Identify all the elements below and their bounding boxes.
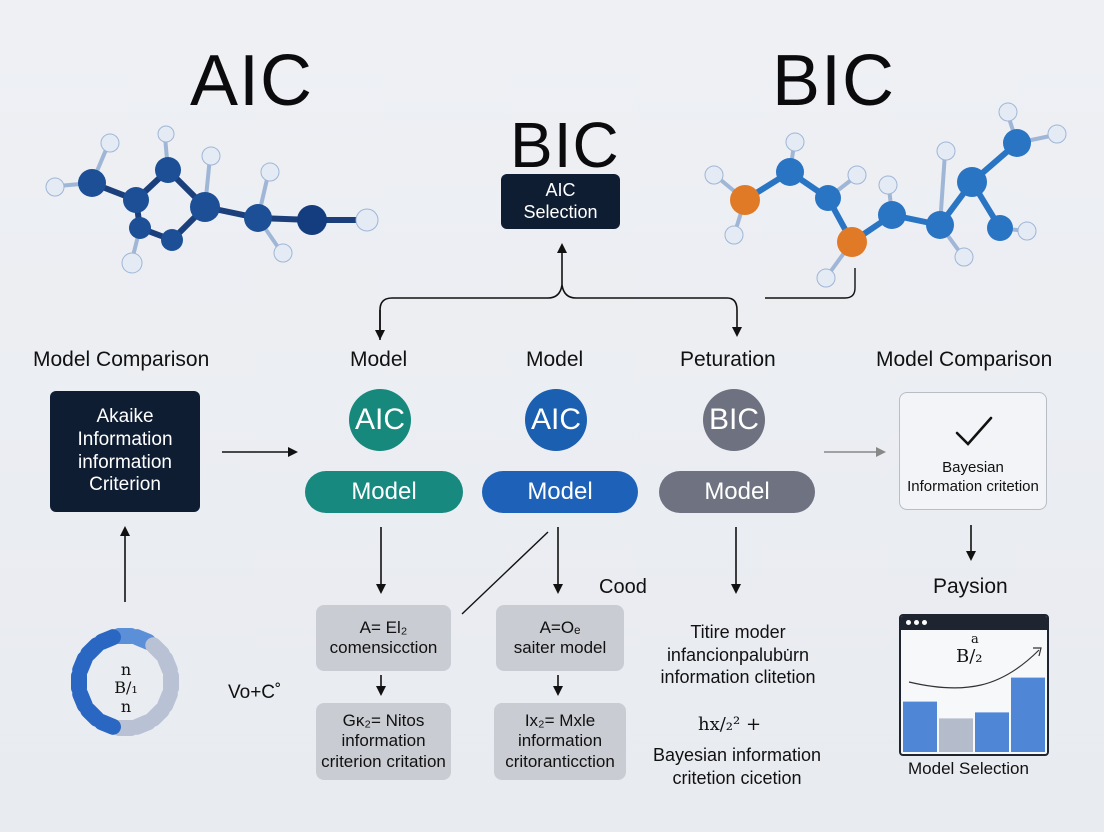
col3-text1-line2: infancionpalubu̇rn xyxy=(666,644,810,665)
col1-box1-line1: A= El₂ xyxy=(359,617,408,637)
aic-selection-box: AIC Selection xyxy=(501,174,620,229)
col3-bic-circle: BIC xyxy=(703,389,765,451)
diagonal-connector xyxy=(461,531,549,615)
right-sub-heading: Paysion xyxy=(933,575,1008,598)
title-bic-center: BIC xyxy=(510,109,620,181)
bayesian-box-line2: Information critetion xyxy=(907,477,1039,495)
col1-aic-circle: AIC xyxy=(349,389,411,451)
chart-caption: Model Selection xyxy=(908,759,1029,778)
molecule-connector xyxy=(765,268,856,299)
chart-formula: B/₂ xyxy=(956,646,983,667)
branch-connector xyxy=(379,284,742,340)
chart-trend-arrowhead xyxy=(1033,647,1042,657)
col1-model-pill: Model xyxy=(305,471,463,513)
molecule-left-illustration xyxy=(45,125,379,274)
akaike-line3: information xyxy=(78,451,172,473)
chart-trend-line xyxy=(908,649,1040,689)
chart-bar xyxy=(903,701,937,752)
col3-text2: Bayesian information critetion cicetion xyxy=(646,744,828,789)
ring-formula: n B/₁ n xyxy=(104,660,148,716)
chart-bar xyxy=(1011,677,1045,752)
akaike-line4: Criterion xyxy=(89,474,161,496)
col2-box2-line3: critoranticction xyxy=(505,751,615,771)
col3-text2-line2: critetion cicetion xyxy=(672,767,802,788)
col3-text1-line1: Titire moder xyxy=(690,622,786,642)
bayesian-box-line1: Bayesian xyxy=(942,459,1004,476)
col2-heading: Model xyxy=(526,348,584,371)
chart-bar xyxy=(939,718,973,752)
col2-box1: A=Oₑ saiter model xyxy=(496,605,624,671)
col1-box2: Gκ₂= Nitos information criterion critati… xyxy=(316,703,451,780)
akaike-criterion-box: Akaike Information information Criterion xyxy=(50,391,200,512)
col2-aic-circle: AIC xyxy=(525,389,587,451)
col3-text1-line3: information clitetion xyxy=(660,667,816,687)
col3-model-pill: Model xyxy=(659,471,815,513)
col2-side-label: Cood xyxy=(599,576,647,598)
left-panel-heading: Model Comparison xyxy=(33,348,210,371)
col3-text2-line1: Bayesian information xyxy=(652,745,822,765)
col2-box2-line1: Ix₂= Mxle xyxy=(524,710,596,730)
col3-heading: Peturation xyxy=(680,348,776,371)
ring-illustration xyxy=(71,628,179,736)
side-formula: Vo+C˚ xyxy=(228,682,282,703)
chart-bar xyxy=(975,712,1009,752)
aic-selection-line2: Selection xyxy=(523,201,598,222)
col3-text1: Titire moder infancionpalubu̇rn informat… xyxy=(650,621,826,689)
akaike-line1: Akaike xyxy=(96,405,154,427)
col2-box1-line1: A=Oₑ xyxy=(539,617,581,637)
col1-box1-line2: comensicction xyxy=(329,638,438,657)
akaike-line2: Information xyxy=(77,428,173,450)
ring-formula-mid: B/₁ xyxy=(114,678,138,698)
check-icon xyxy=(955,416,993,446)
col2-box2: Ix₂= Mxle information critoranticction xyxy=(494,703,626,780)
title-bic-right: BIC xyxy=(772,41,896,121)
molecule-right-illustration xyxy=(704,102,1067,288)
col2-box1-line2: saiter model xyxy=(513,638,607,657)
col1-box2-line1: Gκ₂= Nitos xyxy=(342,710,425,730)
right-panel-heading: Model Comparison xyxy=(876,348,1053,371)
bayesian-box-text: Bayesian Information critetion xyxy=(900,459,1046,497)
chart-formula-top: a xyxy=(971,632,979,647)
col2-box2-line2: information xyxy=(517,731,603,751)
model-selection-window: a B/₂ xyxy=(899,614,1049,756)
col1-box2-line3: criterion critation xyxy=(321,751,446,771)
title-aic-left: AIC xyxy=(190,41,314,121)
window-titlebar xyxy=(901,616,1047,630)
ring-formula-bottom: n xyxy=(120,696,132,716)
col1-box2-line2: information xyxy=(341,731,426,751)
col2-model-pill: Model xyxy=(482,471,638,513)
aic-selection-line1: AIC xyxy=(545,179,576,200)
bayesian-check-box: Bayesian Information critetion xyxy=(899,392,1047,510)
col1-heading: Model xyxy=(350,348,408,371)
col1-box1: A= El₂ comensicction xyxy=(316,605,451,671)
ring-segment xyxy=(93,629,121,650)
ring-formula-top: n xyxy=(120,660,132,679)
col3-formula: hx/₂² + xyxy=(698,714,762,735)
mini-bar-chart xyxy=(903,647,1045,752)
